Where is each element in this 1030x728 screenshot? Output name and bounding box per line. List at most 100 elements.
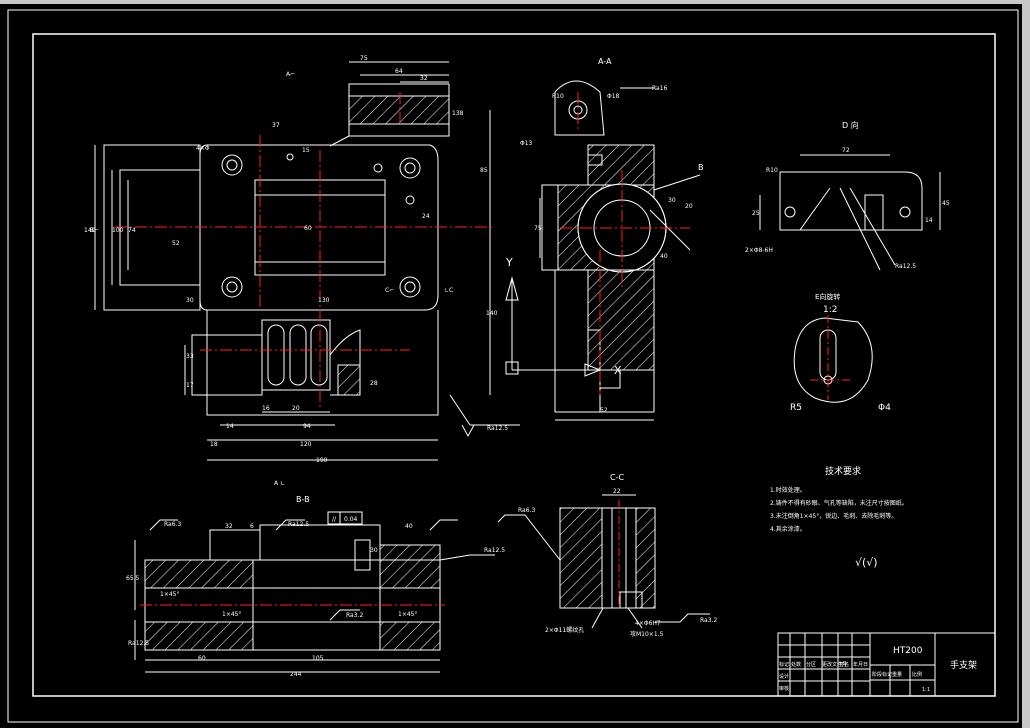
axis-x: X — [614, 364, 622, 377]
part-name: 手支架 — [950, 659, 977, 671]
title-block-text: HT200 手支架 标记 处数 分区 更改文件号 签名 年月日 设计 审核 阶段… — [779, 646, 977, 693]
view-e-scale: 1:2 — [823, 305, 837, 315]
dim-64: 64 — [395, 68, 403, 75]
tb-cell-0: 标记 — [779, 661, 789, 668]
d-14: 14 — [925, 217, 933, 224]
front-view — [94, 61, 520, 461]
view-aa-centerlines — [560, 92, 690, 395]
bb-60: 60 — [198, 655, 206, 662]
view-d-labels: D 向 72 25 R10 45 14 2×Φ8-6H Ra12.5 — [745, 120, 950, 270]
cc-note3: 攻M10×1.5 — [630, 630, 664, 638]
front-centerlines — [115, 92, 495, 410]
dim-20: 20 — [292, 405, 300, 412]
tech-item-1: 1.时效处理。 — [770, 486, 806, 494]
view-aa-title: A-A — [598, 57, 612, 66]
bb-flat-sym: // — [332, 516, 337, 523]
inner-border — [32, 33, 996, 697]
view-e — [793, 317, 873, 403]
ra-front: Ra12.5 — [487, 425, 508, 432]
d-45: 45 — [942, 200, 950, 207]
aa-40: 40 — [660, 253, 668, 260]
view-bb-labels: B-B Ra6.3 32 6 Ra12.5 // 0.04 40 Ra12.5 … — [126, 495, 505, 678]
tech-item-2: 2.铸件不得有砂眼、气孔等缺陷，未注尺寸按图纸。 — [770, 499, 908, 507]
tech-item-4: 4.其余涂漆。 — [770, 525, 806, 533]
aa-phi18: Φ18 — [607, 93, 620, 100]
dim-30: 30 — [186, 297, 194, 304]
aa-20: 20 — [685, 203, 693, 210]
window-top-bar — [0, 0, 1030, 4]
axis-y: Y — [505, 256, 513, 269]
dim-24: 24 — [422, 213, 430, 220]
cc-ra32: Ra3.2 — [700, 617, 717, 624]
ucs-labels: Y X — [505, 256, 622, 377]
view-bb-title: B-B — [296, 495, 310, 504]
bb-65: 65.5 — [126, 575, 140, 582]
dim-60: 60 — [304, 225, 312, 232]
view-cc-title: C-C — [610, 473, 624, 482]
aa-52: 52 — [600, 407, 608, 414]
view-d — [759, 154, 941, 271]
e-phi4: Φ4 — [878, 403, 891, 413]
bb-30: 30 — [370, 547, 378, 554]
dim-74: 74 — [128, 227, 136, 234]
tb-cell-5: 年月日 — [853, 661, 868, 668]
d-25: 25 — [752, 210, 760, 217]
dim-75: 75 — [360, 55, 368, 62]
bb-ra-left: Ra12.5 — [128, 640, 149, 647]
dim-14: 14 — [226, 423, 234, 430]
label-front-a: A⌐ — [286, 71, 295, 78]
front-view-labels: A⌐ A ∟ B⌐ C⌐ ∟C 75 64 32 37 15 4×Φ 24 85… — [84, 55, 508, 487]
tech-requirements: 技术要求 1.时效处理。 2.铸件不得有砂眼、气孔等缺陷，未注尺寸按图纸。 3.… — [770, 465, 908, 569]
label-front-a-bottom: A ∟ — [274, 480, 285, 487]
tb-cell-6: 设计 — [779, 673, 789, 680]
dim-100: 100 — [112, 227, 124, 234]
dim-190: 190 — [316, 457, 328, 464]
cc-note1: 2×Φ11螺纹孔 — [545, 626, 584, 634]
tb-cell-1: 处数 — [791, 661, 801, 668]
tech-item-3: 3.未注倒角1×45°，锐边、毛刺、去除毛刺等。 — [770, 512, 897, 520]
view-aa-labels: A-A R10 Φ18 Ra16 Φ13 75 20 30 52 40 B — [520, 57, 704, 414]
bb-ra125: Ra12.5 — [288, 521, 309, 528]
dim-33: 33 — [186, 353, 194, 360]
view-e-centerlines — [810, 315, 850, 400]
view-bb — [134, 511, 495, 673]
dim-52: 52 — [172, 240, 180, 247]
e-r5: R5 — [790, 403, 802, 413]
view-e-title: E向旋转 — [815, 292, 840, 301]
label-c-left: C⌐ — [385, 287, 394, 294]
dim-4phi: 4×Φ — [196, 145, 210, 152]
d-hole-note: 2×Φ8-6H — [745, 247, 773, 254]
bb-105: 105 — [312, 655, 324, 662]
dim-85: 85 — [480, 167, 488, 174]
tb-cell-3: 更改文件号 — [822, 661, 847, 668]
bb-ra125b: Ra12.5 — [484, 547, 505, 554]
view-cc-labels: C-C 22 Ra6.3 2×Φ11螺纹孔 4×Φ6H7 攻M10×1.5 Ra… — [518, 473, 717, 638]
dim-32: 32 — [420, 75, 428, 82]
dim-94: 94 — [303, 423, 311, 430]
d-72: 72 — [842, 147, 850, 154]
dim-16: 16 — [262, 405, 270, 412]
tb-cell-7: 审核 — [779, 685, 789, 692]
cc-ra63: Ra6.3 — [518, 507, 535, 514]
dim-18: 18 — [210, 441, 218, 448]
aa-r10: R10 — [552, 93, 564, 100]
window-scrollbar[interactable] — [1022, 0, 1030, 728]
dim-15: 15 — [302, 147, 310, 154]
bb-ra63: Ra6.3 — [164, 521, 181, 528]
aa-30: 30 — [668, 197, 676, 204]
outer-border — [7, 9, 1019, 723]
label-c-right: ∟C — [444, 287, 453, 294]
tb-cell-4: 签名 — [839, 661, 849, 668]
tb-cell-2: 分区 — [806, 661, 816, 668]
tb-cell-12: 比例 — [912, 671, 922, 678]
dim-37: 37 — [272, 122, 280, 129]
material: HT200 — [893, 646, 923, 656]
label-b: B — [698, 163, 704, 172]
bb-ra32: Ra3.2 — [346, 612, 363, 619]
dim-17: 17 — [186, 382, 194, 389]
aa-75: 75 — [534, 225, 542, 232]
dim-130: 130 — [318, 297, 330, 304]
view-cc — [497, 494, 710, 629]
dim-140b: 140 — [486, 310, 498, 317]
